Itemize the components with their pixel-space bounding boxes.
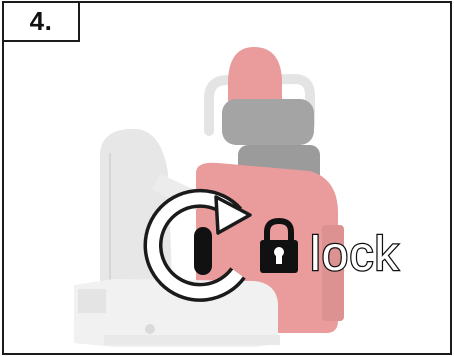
main-grip bbox=[222, 99, 314, 145]
base-rail bbox=[104, 335, 280, 345]
lock-label: lock bbox=[310, 225, 399, 285]
base-screw bbox=[145, 324, 155, 334]
locking-knob-icon bbox=[194, 227, 212, 275]
depth-bracket bbox=[78, 289, 106, 313]
circular-saw-illustration bbox=[4, 3, 450, 353]
step-number-box: 4. bbox=[4, 3, 80, 42]
step-number: 4. bbox=[30, 6, 53, 37]
